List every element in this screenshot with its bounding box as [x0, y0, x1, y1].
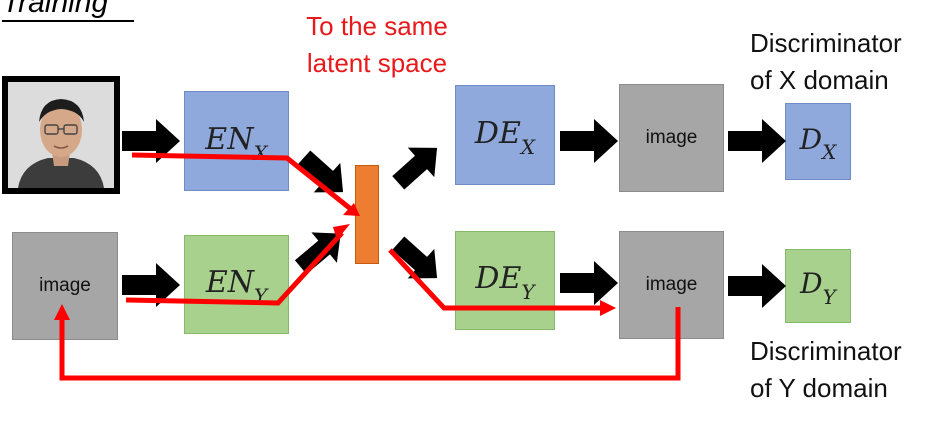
face-portrait-image — [8, 82, 114, 188]
output-image-x-label: image — [645, 127, 698, 148]
discriminator-y-main: D — [800, 267, 823, 301]
decoder-x-label: DEX — [474, 115, 535, 159]
discriminator-x-label: Discriminator of X domain — [750, 25, 902, 99]
arrow-decoder-y-to-output — [560, 261, 618, 305]
discriminator-x-line-2: of X domain — [750, 65, 889, 95]
red-highlight-path — [59, 152, 681, 381]
discriminator-x-sub: X — [822, 140, 837, 165]
discriminator-x-symbol: DX — [799, 122, 837, 165]
discriminator-y-line-1: Discriminator — [750, 336, 902, 366]
red-arrowhead-input-image — [54, 304, 70, 320]
red-arrowhead-output-y — [600, 300, 616, 316]
discriminator-x: DX — [785, 103, 851, 180]
slide-title: Training — [2, 0, 109, 19]
encoder-x-main: EN — [205, 121, 254, 157]
decoder-x-sub: X — [520, 134, 536, 159]
output-image-y-label: image — [645, 274, 698, 295]
decoder-y-label: DEY — [475, 261, 534, 304]
input-image-y: image — [12, 232, 118, 340]
decoder-y-sub: Y — [521, 280, 535, 304]
red-arrowhead-latent-y — [333, 224, 350, 240]
encoder-y: ENY — [184, 235, 289, 334]
decoder-x-main: DE — [474, 115, 521, 151]
discriminator-y-label: Discriminator of Y domain — [750, 333, 902, 407]
arrow-encoder-x-to-latent — [291, 142, 357, 207]
discriminator-x-line-1: Discriminator — [750, 28, 902, 58]
encoder-y-main: EN — [205, 265, 254, 300]
discriminator-y-symbol: DY — [800, 267, 836, 309]
decoder-x: DEX — [455, 85, 555, 185]
discriminator-y-sub: Y — [822, 284, 836, 309]
arrow-output-y-to-discriminator — [728, 264, 786, 308]
red-path-encoder-y — [125, 231, 344, 306]
annotation-line-2: latent space — [306, 48, 448, 78]
face-portrait-drawing — [8, 82, 114, 188]
arrow-decoder-x-to-output — [560, 119, 618, 163]
arrow-output-x-to-discriminator — [728, 119, 786, 163]
discriminator-x-main: D — [799, 122, 823, 156]
red-arrowheads — [54, 203, 616, 320]
encoder-x: ENX — [184, 91, 289, 191]
annotation-line-1: To the same — [306, 11, 448, 41]
discriminator-y-line-2: of Y domain — [750, 373, 888, 403]
red-path-feedback — [59, 307, 681, 381]
red-path-encoder-x — [131, 152, 354, 212]
red-path-decoder-y — [388, 248, 604, 311]
decoder-y: DEY — [455, 231, 555, 330]
red-arrowhead-latent-x — [343, 203, 360, 216]
decoder-y-main: DE — [475, 261, 522, 296]
output-image-y: image — [619, 231, 724, 339]
input-image-label: image — [39, 275, 91, 296]
latent-space-annotation: To the same latent space — [272, 8, 482, 82]
input-face-photo — [2, 76, 120, 194]
arrow-latent-to-decoder-x — [385, 133, 451, 198]
title-underline — [2, 20, 134, 22]
output-image-x: image — [619, 84, 724, 192]
